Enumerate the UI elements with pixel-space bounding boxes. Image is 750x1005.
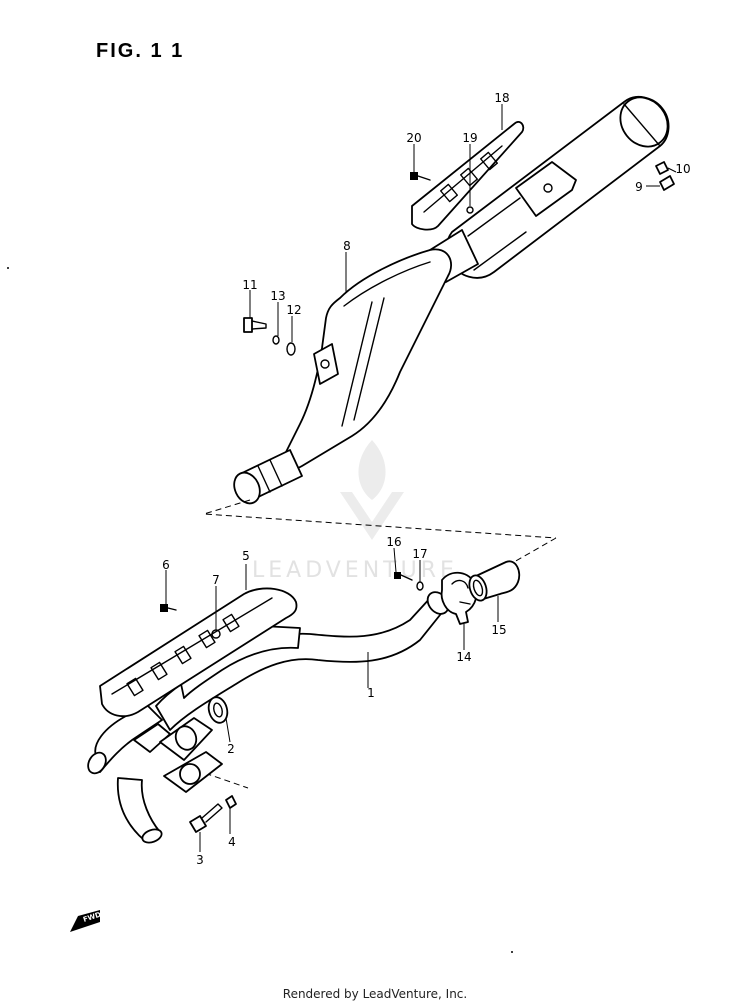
upper-heat-shield[interactable] — [411, 120, 525, 231]
washer-17[interactable] — [416, 581, 424, 591]
clamp-14[interactable] — [440, 571, 478, 625]
part-label-20[interactable]: 20 — [406, 131, 421, 145]
part-label-9[interactable]: 9 — [635, 180, 643, 194]
bolt-3[interactable] — [189, 803, 223, 833]
muffler[interactable] — [229, 88, 677, 508]
figure-title: FIG. 1 1 — [96, 40, 185, 62]
part-label-14[interactable]: 14 — [456, 650, 471, 664]
stray-dot — [511, 951, 513, 953]
gasket-2[interactable] — [206, 695, 230, 725]
nut-4[interactable] — [225, 795, 237, 809]
lower-heat-shield[interactable] — [99, 587, 298, 718]
nut-10[interactable] — [655, 161, 669, 175]
bolt-20[interactable] — [410, 172, 431, 181]
part-label-6[interactable]: 6 — [162, 558, 170, 572]
footer-credit: Rendered by LeadVenture, Inc. — [282, 987, 468, 1001]
leader-lines — [165, 104, 677, 852]
part-label-5[interactable]: 5 — [242, 549, 250, 563]
stray-dot — [7, 267, 9, 269]
part-label-10[interactable]: 10 — [675, 162, 690, 176]
part-label-18[interactable]: 18 — [494, 91, 509, 105]
bolt-16[interactable] — [394, 572, 413, 581]
joint-sleeve-15[interactable] — [466, 560, 521, 603]
part-label-19[interactable]: 19 — [462, 131, 477, 145]
part-label-8[interactable]: 8 — [343, 239, 351, 253]
part-label-11[interactable]: 11 — [242, 278, 257, 292]
part-label-16[interactable]: 16 — [386, 535, 401, 549]
fwd-arrow-icon: FWD — [70, 910, 102, 932]
part-label-13[interactable]: 13 — [270, 289, 285, 303]
watermark-text: LEADVENTURE — [252, 558, 458, 583]
part-label-7[interactable]: 7 — [212, 573, 220, 587]
part-label-17[interactable]: 17 — [412, 547, 427, 561]
assembly-lines — [195, 499, 557, 789]
part-label-1[interactable]: 1 — [367, 686, 375, 700]
washer-12[interactable] — [286, 342, 296, 356]
bolt-9[interactable] — [659, 175, 675, 191]
bolt-6[interactable] — [160, 604, 177, 612]
part-label-12[interactable]: 12 — [286, 303, 301, 317]
bolt-11[interactable] — [243, 317, 267, 333]
lock-washer-13[interactable] — [272, 335, 280, 345]
washer-19[interactable] — [466, 206, 474, 214]
part-label-2[interactable]: 2 — [227, 742, 235, 756]
part-label-3[interactable]: 3 — [196, 853, 204, 867]
part-label-4[interactable]: 4 — [228, 835, 236, 849]
part-labels: 1 2 3 4 5 6 7 8 9 10 11 12 13 14 15 16 1… — [162, 91, 690, 867]
part-label-15[interactable]: 15 — [491, 623, 506, 637]
